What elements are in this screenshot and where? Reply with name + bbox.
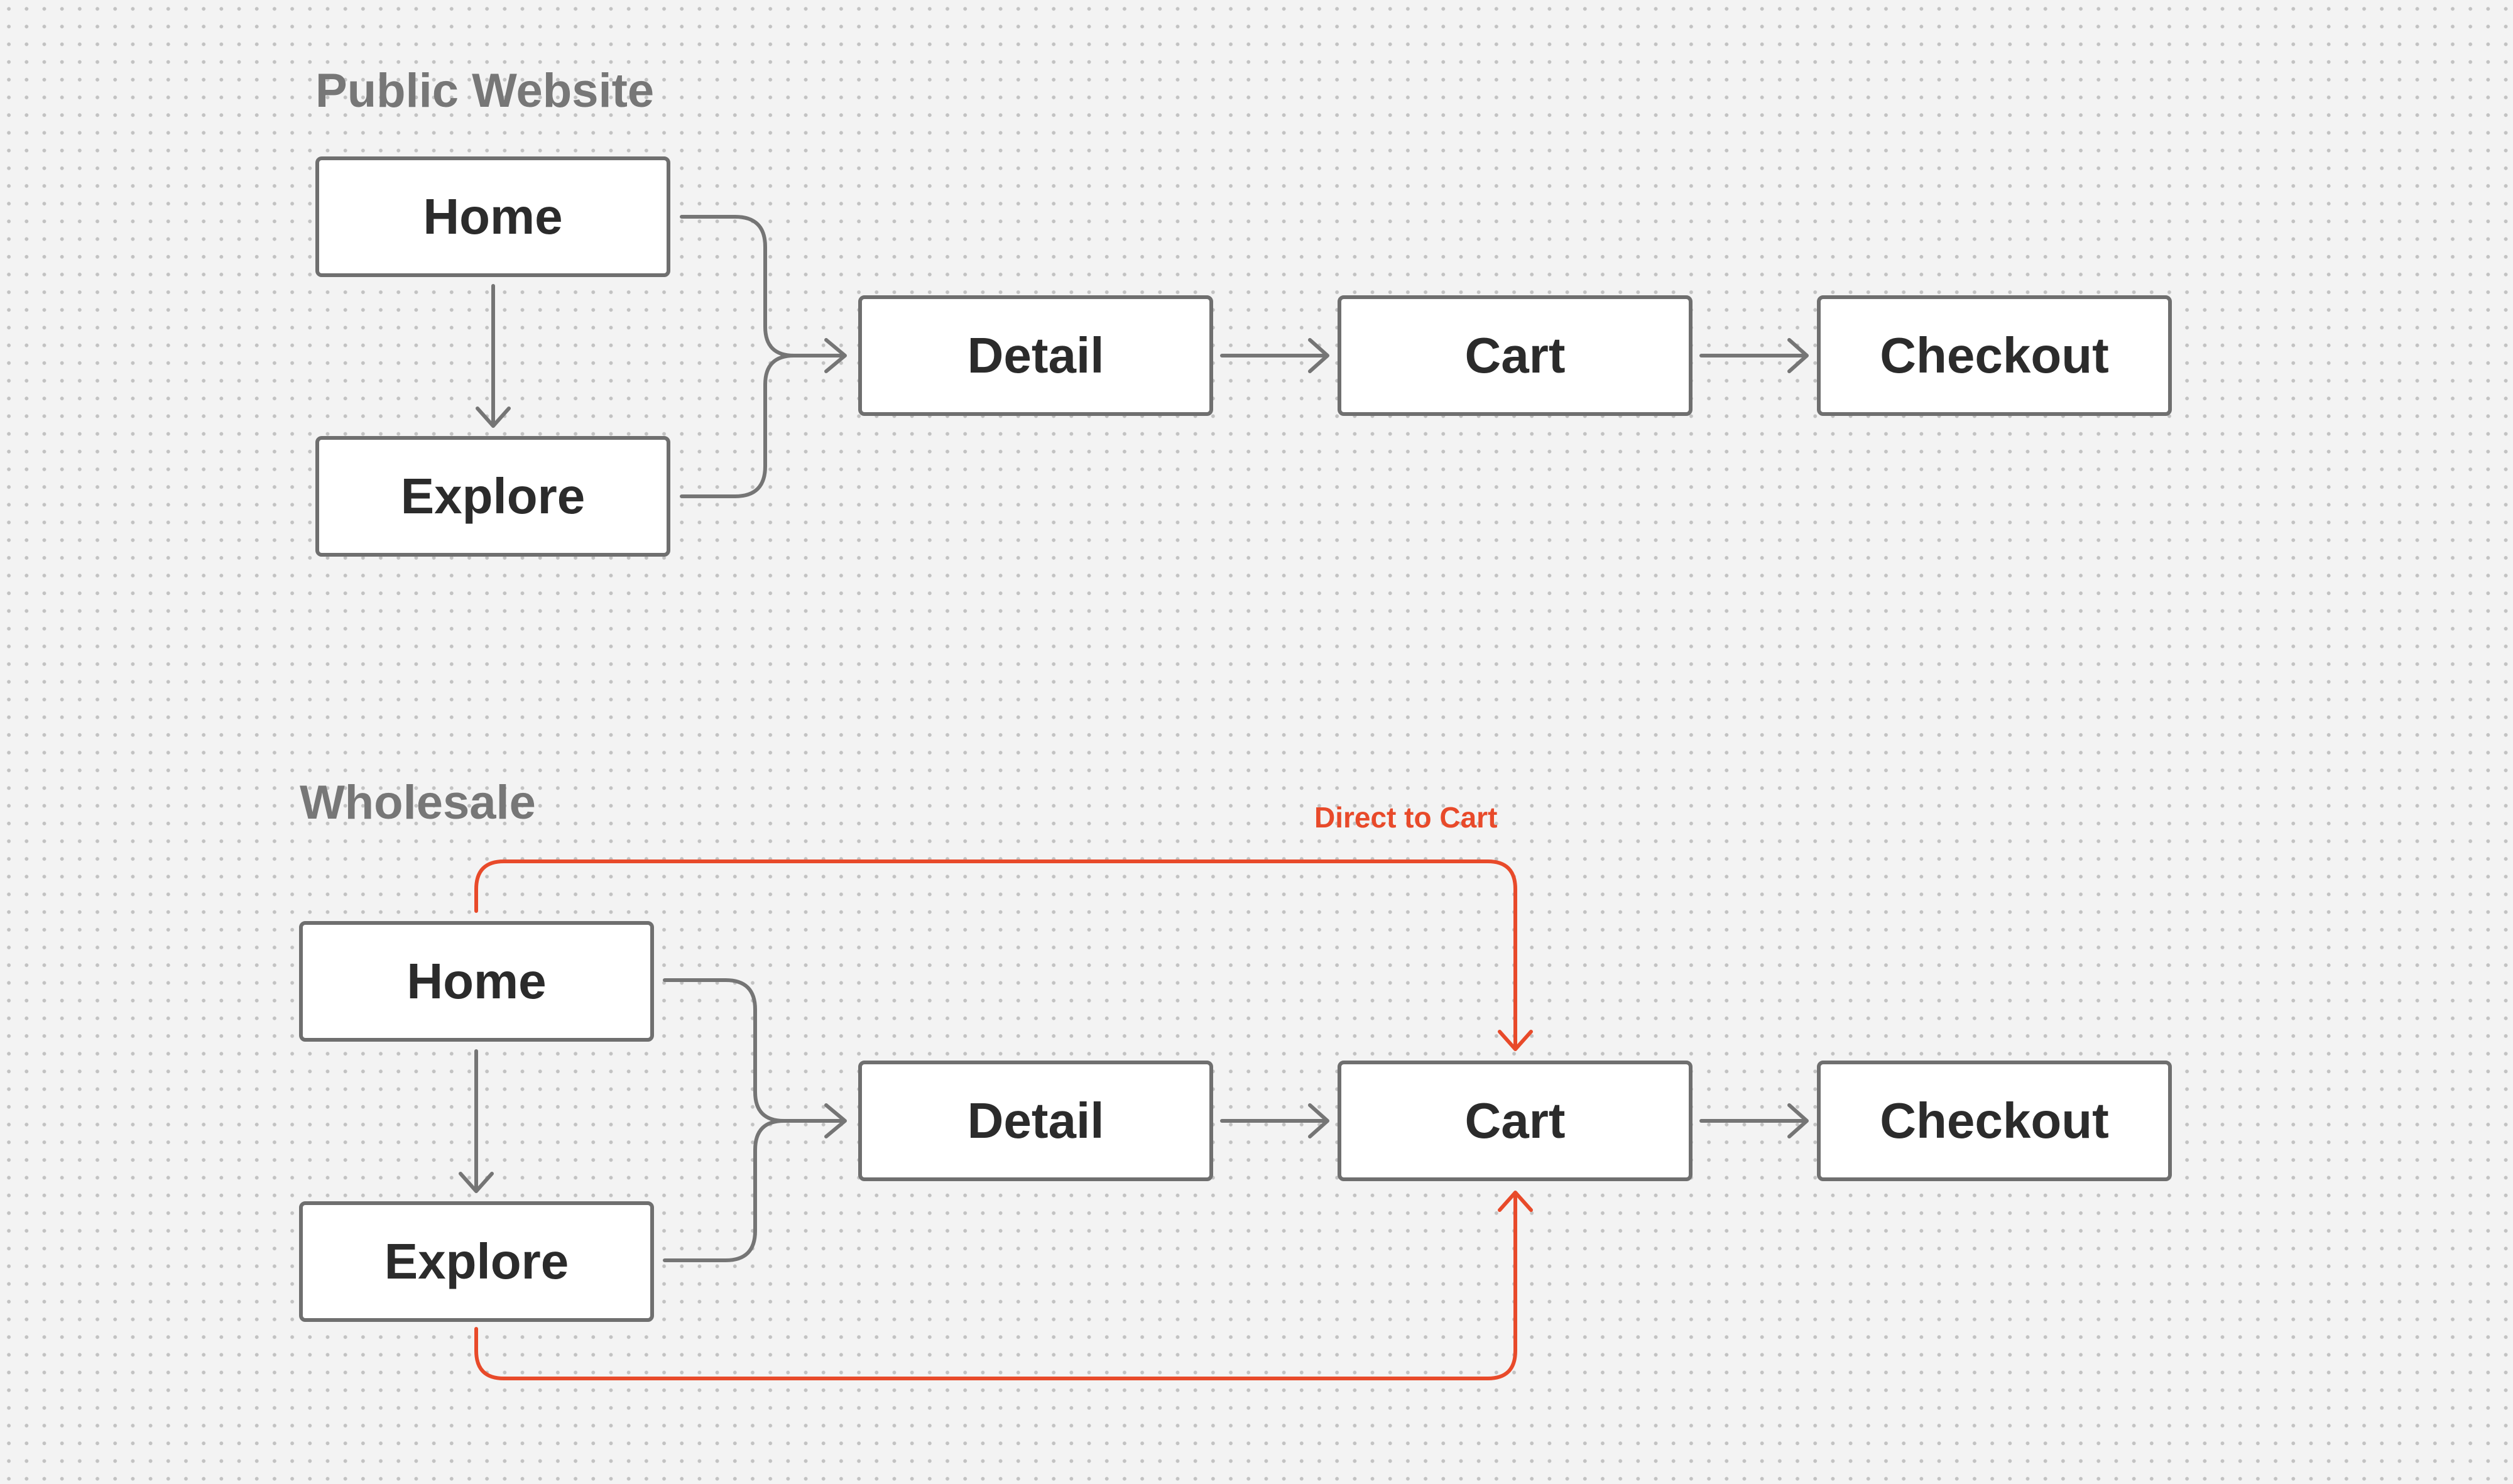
node-checkout[interactable]: Checkout: [1817, 295, 2172, 416]
node-explore[interactable]: Explore: [299, 1201, 654, 1322]
node-detail[interactable]: Detail: [858, 295, 1213, 416]
arrowhead-cart-bottom: [1498, 1191, 1533, 1212]
edge-home-to-detail: [663, 978, 844, 1123]
section-title-public-website: Public Website: [315, 64, 655, 117]
arrowhead-cart-top: [1498, 1030, 1533, 1051]
node-detail[interactable]: Detail: [858, 1061, 1213, 1181]
arrowhead-explore: [476, 406, 511, 428]
node-checkout[interactable]: Checkout: [1817, 1061, 2172, 1181]
arrowhead-checkout: [1787, 1103, 1809, 1138]
wholesale-edges: [459, 978, 1809, 1262]
arrowhead-detail: [824, 1103, 847, 1138]
edge-home-to-cart-direct: [474, 859, 1517, 1048]
arrowhead-detail: [824, 338, 847, 373]
arrowhead-explore: [459, 1172, 494, 1193]
node-home[interactable]: Home: [299, 921, 654, 1042]
edge-explore-to-detail: [663, 1119, 844, 1262]
arrowhead-cart: [1308, 338, 1329, 373]
direct-to-cart-edges: [474, 859, 1533, 1380]
public-website-edges: [476, 215, 1809, 498]
node-cart[interactable]: Cart: [1338, 1061, 1693, 1181]
section-title-wholesale: Wholesale: [300, 776, 536, 829]
arrowhead-checkout: [1787, 338, 1809, 373]
edge-explore-to-cart-direct: [474, 1194, 1517, 1380]
edge-explore-to-detail: [680, 354, 844, 498]
edge-home-to-detail: [680, 215, 844, 357]
node-explore[interactable]: Explore: [315, 436, 670, 557]
label-direct-to-cart: Direct to Cart: [1314, 801, 1498, 834]
node-cart[interactable]: Cart: [1338, 295, 1693, 416]
node-home[interactable]: Home: [315, 156, 670, 277]
arrowhead-cart: [1308, 1103, 1329, 1138]
